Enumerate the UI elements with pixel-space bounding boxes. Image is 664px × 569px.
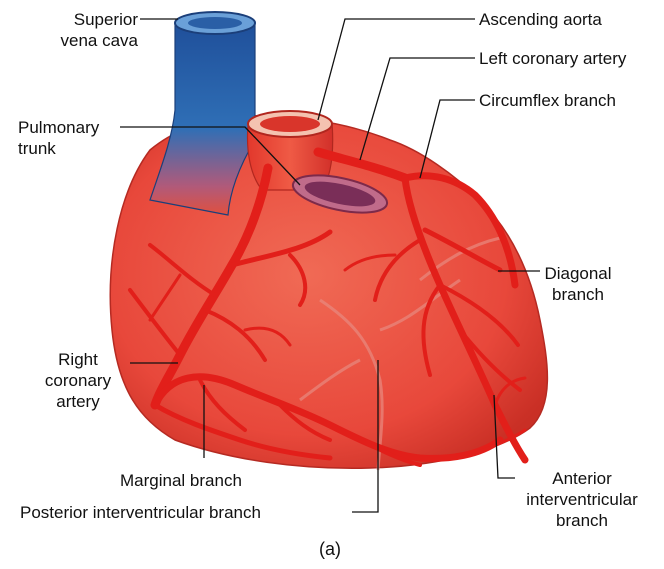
leader-ascending-aorta (318, 19, 475, 120)
label-marginal-branch: Marginal branch (120, 470, 242, 491)
figure-caption: (a) (300, 539, 360, 560)
label-anterior-interventricular-branch: Anterior interventricular branch (512, 468, 652, 531)
label-pulmonary-trunk-line2: trunk (18, 138, 99, 159)
label-anterior-interventricular-line1: Anterior (512, 468, 652, 489)
label-posterior-interventricular-branch: Posterior interventricular branch (20, 502, 261, 523)
label-ascending-aorta: Ascending aorta (479, 9, 602, 30)
label-right-coronary-artery: Right coronary artery (28, 349, 128, 412)
label-right-coronary-artery-line2: coronary (28, 370, 128, 391)
aorta-lumen (260, 116, 320, 132)
label-diagonal-branch-line2: branch (538, 284, 618, 305)
label-diagonal-branch-line1: Diagonal (538, 263, 618, 284)
label-superior-vena-cava-line2: vena cava (40, 30, 138, 51)
label-right-coronary-artery-line3: artery (28, 391, 128, 412)
label-diagonal-branch: Diagonal branch (538, 263, 618, 305)
label-superior-vena-cava: Superior vena cava (40, 9, 138, 51)
label-right-coronary-artery-line1: Right (28, 349, 128, 370)
label-anterior-interventricular-line3: branch (512, 510, 652, 531)
label-pulmonary-trunk-line1: Pulmonary (18, 117, 99, 138)
label-anterior-interventricular-line2: interventricular (512, 489, 652, 510)
label-circumflex-branch: Circumflex branch (479, 90, 616, 111)
label-superior-vena-cava-line1: Superior (40, 9, 138, 30)
label-left-coronary-artery: Left coronary artery (479, 48, 626, 69)
label-pulmonary-trunk: Pulmonary trunk (18, 117, 99, 159)
vena-cava-lumen (188, 17, 242, 29)
